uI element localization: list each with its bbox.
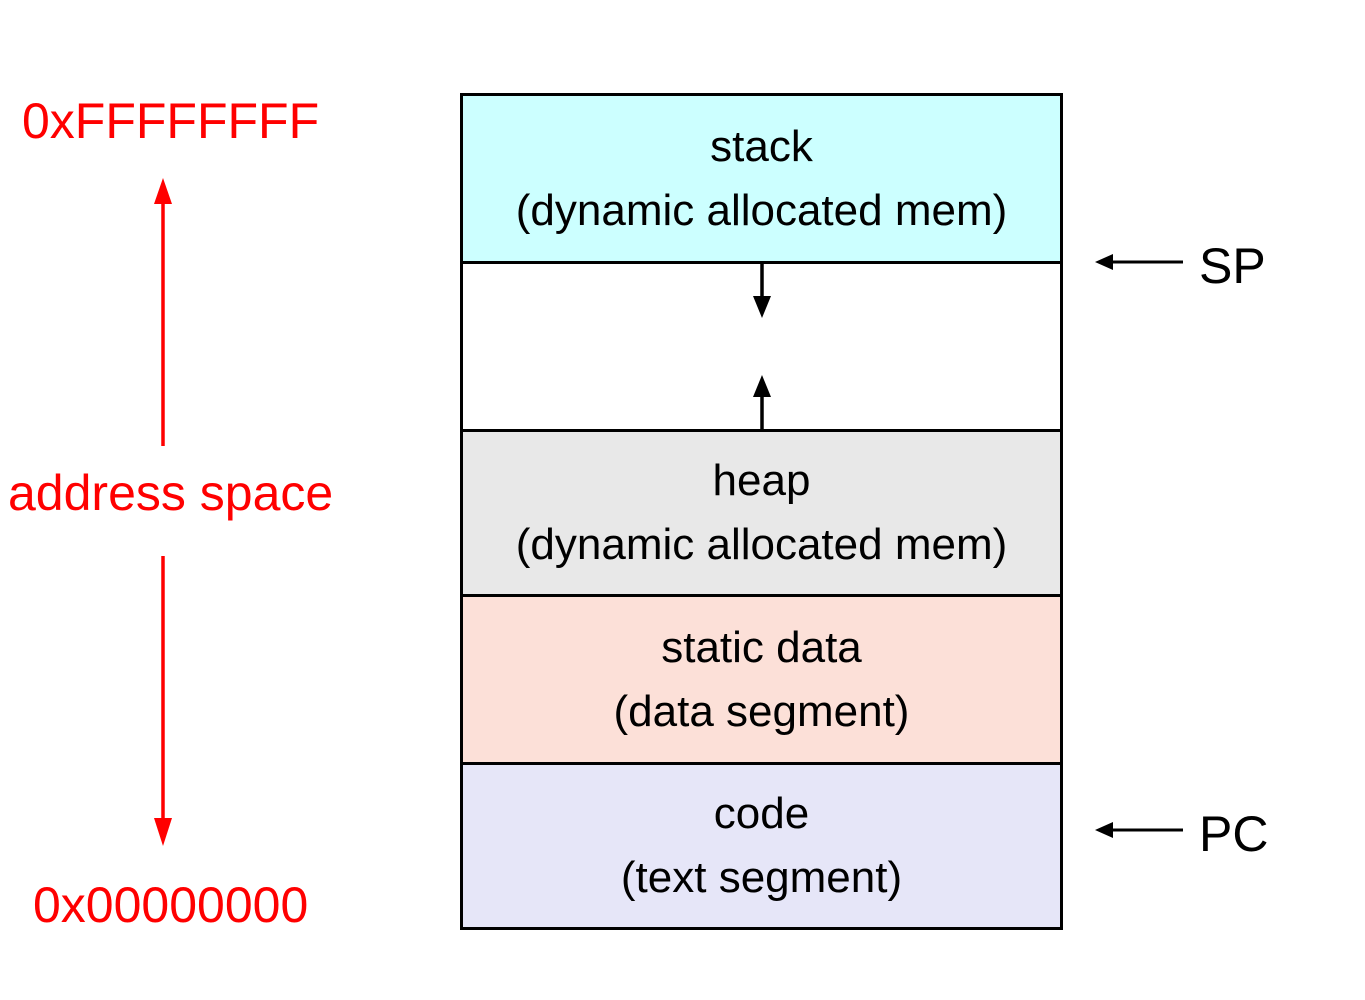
sp-label: SP <box>1199 238 1266 294</box>
axis-down-arrow-icon <box>154 556 172 846</box>
segment-free-space <box>463 264 1060 432</box>
memory-box: stack (dynamic allocated mem) heap (dyna… <box>460 93 1063 930</box>
address-space-label: address space <box>8 465 334 521</box>
segment-subtitle: (data segment) <box>613 686 910 736</box>
axis-up-arrow-icon <box>154 178 172 446</box>
segment-title: code <box>713 789 810 838</box>
segment-title: stack <box>710 121 813 171</box>
pc-pointer-arrow-icon <box>1095 822 1183 838</box>
segment-code: code (text segment) <box>463 765 1060 927</box>
address-top-label: 0xFFFFFFFF <box>22 93 320 149</box>
address-bottom-label: 0x00000000 <box>33 877 309 933</box>
segment-title: static data <box>661 622 862 672</box>
pc-label: PC <box>1199 806 1269 862</box>
heap-growth-arrow-icon <box>752 375 771 429</box>
segment-title: heap <box>712 456 811 505</box>
segment-heap: heap (dynamic allocated mem) <box>463 432 1060 597</box>
sp-pointer-arrow-icon <box>1095 254 1183 270</box>
segment-subtitle: (dynamic allocated mem) <box>515 520 1008 569</box>
stack-growth-arrow-icon <box>752 264 771 318</box>
segment-subtitle: (dynamic allocated mem) <box>515 185 1008 235</box>
segment-subtitle: (text segment) <box>620 853 903 902</box>
segment-stack: stack (dynamic allocated mem) <box>463 96 1060 264</box>
segment-static-data: static data (data segment) <box>463 597 1060 765</box>
